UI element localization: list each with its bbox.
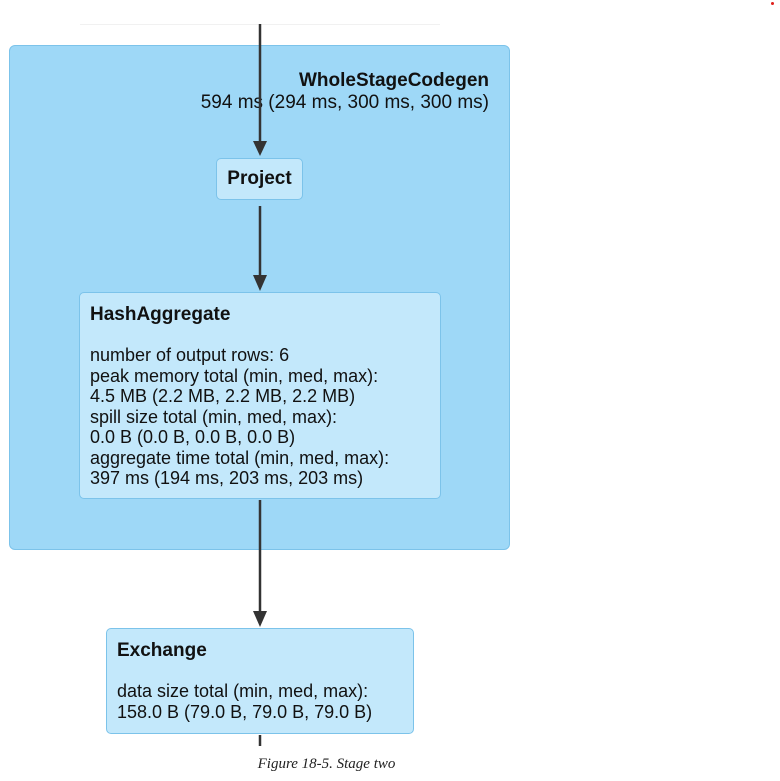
edge-hash-aggregate-to-exchange (253, 500, 267, 627)
exchange-node-title: Exchange (117, 640, 207, 661)
metric-line: peak memory total (min, med, max): (90, 365, 379, 386)
figure-caption: Figure 18-5. Stage two (257, 756, 396, 772)
edge-project-to-hash-aggregate (253, 206, 267, 291)
codegen-title: WholeStageCodegen (298, 70, 489, 91)
metric-line: number of output rows: 6 (90, 345, 290, 365)
edge-incoming-to-project (253, 24, 267, 156)
arrowhead-icon (253, 611, 267, 627)
marker-dot (771, 2, 774, 5)
metric-line: spill size total (min, med, max): (90, 406, 338, 427)
project-node-title: Project (227, 168, 292, 189)
metric-line: 4.5 MB (2.2 MB, 2.2 MB, 2.2 MB) (90, 386, 356, 406)
hash-aggregate-metrics: number of output rows: 6 peak memory tot… (90, 345, 430, 489)
metric-line: 158.0 B (79.0 B, 79.0 B, 79.0 B) (117, 701, 373, 722)
exchange-metrics: data size total (min, med, max): 158.0 B… (117, 681, 403, 722)
arrowhead-icon (253, 141, 267, 156)
codegen-time: 594 ms (294 ms, 300 ms, 300 ms) (200, 92, 489, 113)
metric-line: aggregate time total (min, med, max): (90, 447, 390, 468)
hash-aggregate-node[interactable]: HashAggregate number of output rows: 6 p… (79, 292, 441, 499)
hash-aggregate-node-title: HashAggregate (90, 304, 231, 325)
metric-line: data size total (min, med, max): (117, 681, 369, 701)
project-node[interactable]: Project (216, 158, 303, 200)
arrowhead-icon (253, 275, 267, 291)
metric-line: 0.0 B (0.0 B, 0.0 B, 0.0 B) (90, 427, 296, 447)
metric-line: 397 ms (194 ms, 203 ms, 203 ms) (90, 468, 364, 488)
exchange-node[interactable]: Exchange data size total (min, med, max)… (106, 628, 414, 734)
